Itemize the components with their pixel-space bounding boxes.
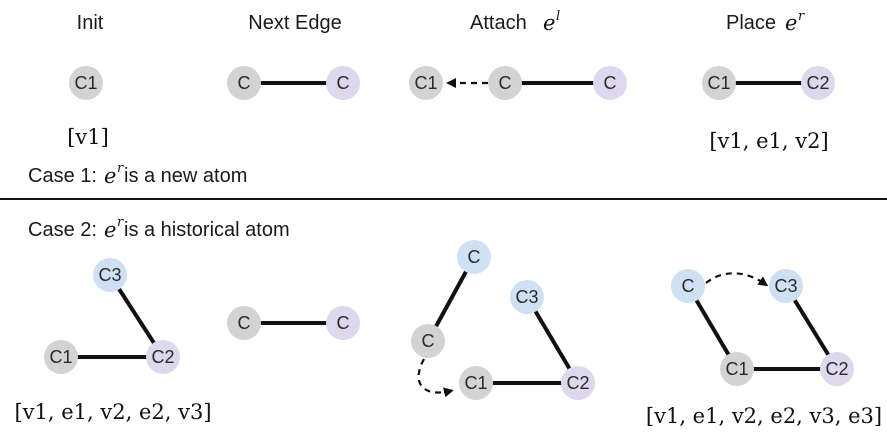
svg-text:C2: C2 [566, 373, 589, 393]
header-next-edge: Next Edge [248, 12, 341, 34]
case1-label: Case 1: e r is a new atom [28, 161, 247, 188]
case1-sequence-init: [v1] [67, 125, 109, 149]
svg-text:r: r [798, 9, 805, 24]
header-place: Place e r [726, 9, 805, 35]
case2-sequence-init: [v1, e1, v2, e2, v3] [14, 400, 211, 424]
svg-text:is a historical atom: is a historical atom [124, 219, 290, 241]
case2-attach-node-c-left: C [411, 324, 445, 358]
case1-next-edge-node-right: C [326, 66, 360, 100]
case2-next-edge-node-left: C [227, 306, 261, 340]
case1-attach-node-c: C [488, 66, 522, 100]
case2-label: Case 2: e r is a historical atom [28, 215, 290, 242]
case1-attach-node-c1: C1 [409, 66, 443, 100]
case2-attach-node-c2: C2 [561, 366, 595, 400]
case2-sequence-place: [v1, e1, v2, e2, v3, e3] [646, 404, 882, 428]
svg-text:C1: C1 [464, 373, 487, 393]
svg-text:C2: C2 [806, 73, 829, 93]
svg-text:C: C [468, 247, 481, 267]
case2-init-node-c1: C1 [44, 340, 78, 374]
svg-text:C: C [238, 313, 251, 333]
svg-text:r: r [117, 215, 124, 230]
svg-text:r: r [117, 161, 124, 176]
header-attach: Attach e l [470, 9, 560, 35]
svg-text:C1: C1 [725, 359, 748, 379]
svg-text:C1: C1 [49, 347, 72, 367]
case2-place-node-c1: C1 [720, 352, 754, 386]
svg-text:C3: C3 [98, 265, 121, 285]
svg-text:C: C [337, 73, 350, 93]
case2-init-node-c3: C3 [93, 258, 127, 292]
svg-text:C1: C1 [414, 73, 437, 93]
svg-text:C: C [238, 73, 251, 93]
case1-place-node-c2: C2 [801, 66, 835, 100]
svg-text:Attach: Attach [470, 12, 527, 34]
header-init: Init [77, 12, 104, 34]
case2-place-node-c2: C2 [820, 352, 854, 386]
case2-place-arrow [705, 272, 769, 287]
case1-attach-node-c-right: C [593, 66, 627, 100]
svg-text:C: C [422, 331, 435, 351]
svg-text:C: C [337, 313, 350, 333]
case2-attach-arrow [417, 358, 454, 398]
svg-text:is a new atom: is a new atom [124, 165, 247, 187]
case2-next-edge-node-right: C [326, 306, 360, 340]
case2-init-node-c2: C2 [146, 340, 180, 374]
svg-text:C2: C2 [151, 347, 174, 367]
case2-place-node-c: C [671, 269, 705, 303]
case1-place-node-c1: C1 [702, 66, 736, 100]
svg-text:Place: Place [726, 12, 776, 34]
svg-text:C: C [604, 73, 617, 93]
case1-sequence-place: [v1, e1, v2] [709, 129, 828, 153]
svg-text:e: e [104, 218, 116, 242]
case2-attach-node-c-top: C [457, 240, 491, 274]
svg-text:l: l [556, 9, 560, 24]
case1-init-node-c1: C1 [69, 66, 103, 100]
svg-text:Case 1:: Case 1: [28, 165, 97, 187]
svg-text:C3: C3 [515, 287, 538, 307]
svg-text:Case 2:: Case 2: [28, 219, 97, 241]
svg-text:C3: C3 [774, 276, 797, 296]
svg-text:e: e [104, 164, 116, 188]
case2-attach-node-c1: C1 [459, 366, 493, 400]
svg-text:e: e [785, 11, 797, 35]
svg-text:C2: C2 [825, 359, 848, 379]
case2-place-node-c3: C3 [769, 269, 803, 303]
svg-text:e: e [543, 11, 555, 35]
case1-next-edge-node-left: C [227, 66, 261, 100]
case2-attach-node-c3: C3 [510, 280, 544, 314]
svg-text:C: C [499, 73, 512, 93]
svg-text:C1: C1 [707, 73, 730, 93]
svg-text:C1: C1 [74, 73, 97, 93]
svg-text:C: C [682, 276, 695, 296]
